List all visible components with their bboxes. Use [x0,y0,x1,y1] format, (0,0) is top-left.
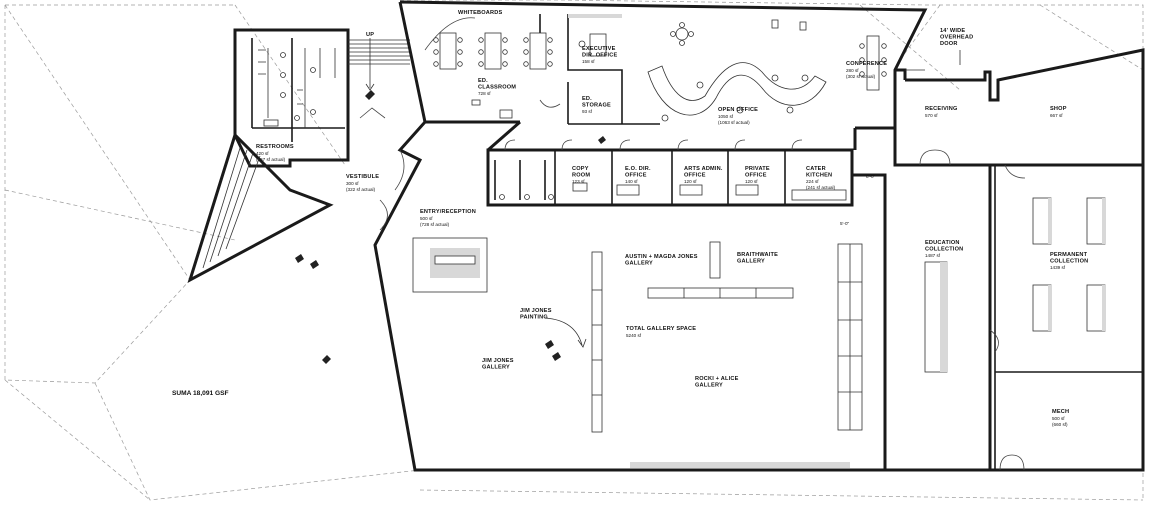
label-vestibule: VESTIBULE [346,174,379,180]
label-arts-admin: ARTS ADMIN.OFFICE [684,166,723,179]
area-ed-dir-office: 140 sf [625,179,638,184]
label-ed-classroom: ED.CLASSROOM [478,78,516,91]
label-mech: MECH [1052,409,1069,415]
area-cater-kitchen: 224 sf(241 sf actual) [806,179,836,190]
label-shop: SHOP [1050,106,1067,112]
site-lines [4,0,1144,501]
area-arts-admin: 120 sf [684,179,697,184]
label-whiteboards: WHITEBOARDS [458,10,503,16]
area-entry: 500 sf(728 sf actual) [420,216,450,227]
conference-furniture [859,35,887,91]
area-total-gallery: 5240 sf [626,333,642,338]
offices-row [486,139,854,207]
label-receiving: RECEIVING [925,106,958,112]
area-conference: 280 sf(302 sf actual) [846,68,876,79]
label-open-office: OPEN OFFICE [718,107,758,113]
area-exec-office: 158 sf [582,59,595,64]
area-private-office: 120 sf [745,179,758,184]
label-total-gallery: TOTAL GALLERY SPACE [626,326,696,332]
label-ed-storage: ED.STORAGE [582,96,611,109]
dimension-1: 8'-0" [866,174,876,179]
main-gallery-shell [359,99,887,472]
classroom-furniture [424,17,553,119]
area-education-collection: 1487 sf [925,253,941,258]
exec-furniture [578,33,607,57]
area-mech: 500 sf(660 sf) [1052,416,1068,427]
label-ed-dir-office: E.O. DIR.OFFICE [625,166,651,179]
canopy [187,132,334,284]
area-open-office: 1050 sf(1063 sf actual) [718,114,750,125]
area-ed-classroom: 728 sf [478,91,491,96]
area-restrooms: 420 sf(467 sf actual) [256,151,286,162]
label-restrooms: RESTROOMS [256,144,294,150]
gallery-walls [412,237,863,468]
area-receiving: 570 sf [925,113,938,118]
open-office-furniture [647,19,827,122]
stairs [348,38,410,91]
area-vestibule: 300 sf(322 sf actual) [346,181,376,192]
area-copy-room: 123 sf [572,179,585,184]
label-up: UP [366,32,374,38]
label-entry: ENTRY/RECEPTION [420,209,476,215]
label-suma-gsf: SUMA 18,091 GSF [172,390,229,397]
dimension-2: 5'-0" [840,221,850,226]
area-ed-storage: 93 sf [582,109,593,114]
label-conference: CONFERENCE [846,61,887,67]
east-wing [880,48,1145,472]
room-labels: WHITEBOARDS UP ED.CLASSROOM 728 sf EXECU… [172,10,1088,427]
area-shop: 667 sf [1050,113,1063,118]
area-permanent-collection: 1439 sf [1050,265,1066,270]
people [295,90,606,364]
